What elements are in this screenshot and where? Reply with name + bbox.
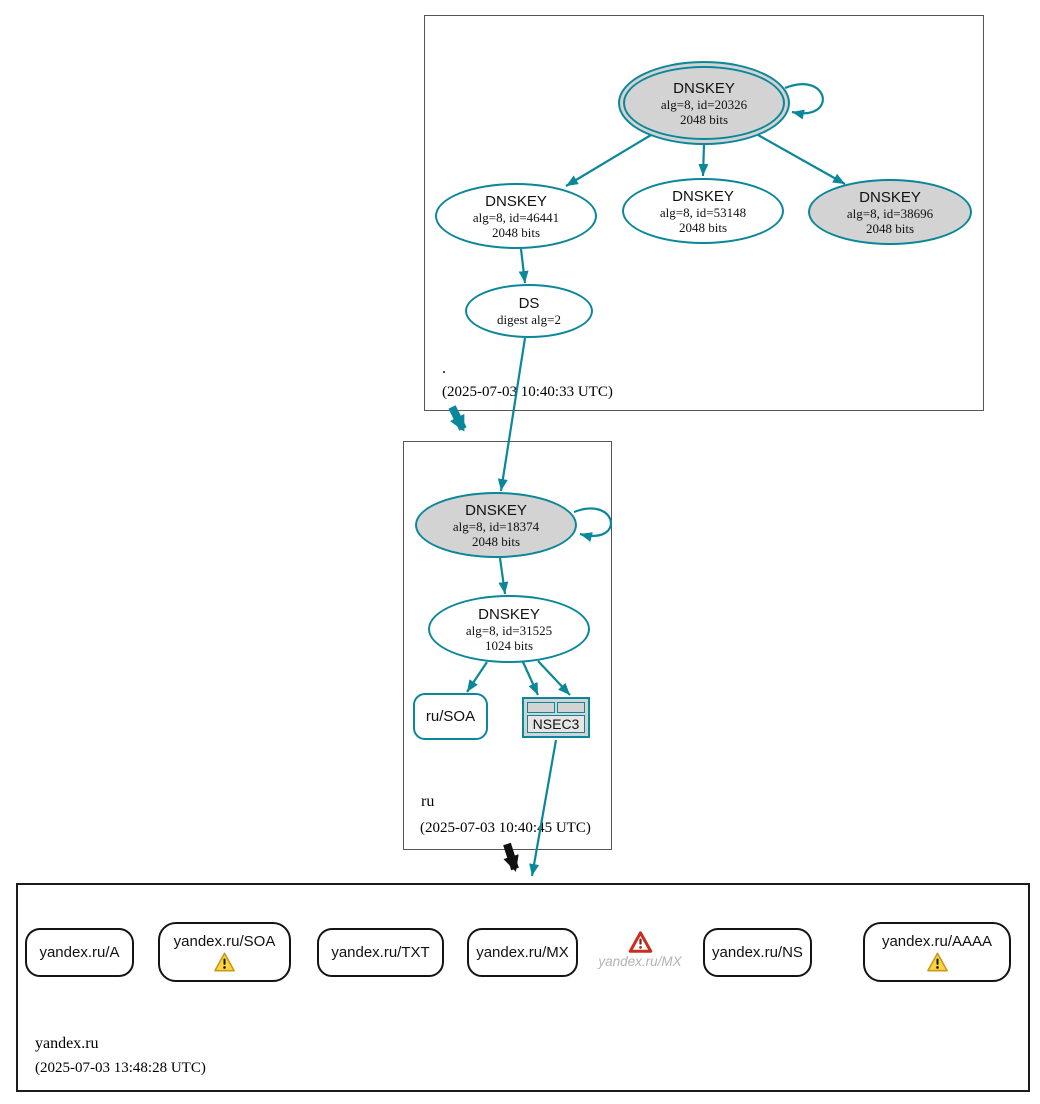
rrset-label: yandex.ru/TXT <box>331 943 430 961</box>
zone-label-ru: ru <box>421 793 435 810</box>
warning-icon <box>213 952 236 972</box>
node-detail-digest: digest alg=2 <box>496 312 562 327</box>
node-detail-alg: alg=8, id=18374 <box>452 518 540 534</box>
node-title: DS <box>518 295 540 312</box>
rrset-label: yandex.ru/A <box>39 943 120 961</box>
node-detail-alg: alg=8, id=31525 <box>465 622 553 638</box>
node-title: DNSKEY <box>672 187 734 205</box>
node-yandex-a[interactable]: yandex.ru/A <box>25 928 134 977</box>
node-title: DNSKEY <box>485 192 547 210</box>
node-detail-bits: 2048 bits <box>865 220 915 236</box>
error-icon <box>628 931 653 953</box>
node-detail-bits: 2048 bits <box>678 219 728 235</box>
node-title: DNSKEY <box>478 605 540 623</box>
node-title: DNSKEY <box>859 188 921 206</box>
zone-box-root: . (2025-07-03 10:40:33 UTC) <box>424 15 984 411</box>
ghost-label: yandex.ru/MX <box>598 954 682 969</box>
node-yandex-aaaa[interactable]: yandex.ru/AAAA <box>863 922 1011 982</box>
node-detail-alg: alg=8, id=53148 <box>659 204 747 220</box>
zone-box-yandex: yandex.ru (2025-07-03 13:48:28 UTC) <box>16 883 1030 1092</box>
node-dnskey-46441[interactable]: DNSKEY alg=8, id=46441 2048 bits <box>435 183 597 249</box>
node-dnskey-20326[interactable]: DNSKEY alg=8, id=20326 2048 bits <box>618 61 790 145</box>
node-detail-bits: 2048 bits <box>679 111 729 127</box>
node-title: DNSKEY <box>673 79 735 97</box>
node-detail-bits: 2048 bits <box>471 533 521 549</box>
node-detail-alg: alg=8, id=20326 <box>660 96 748 112</box>
nsec3-cell-right <box>557 702 585 713</box>
node-dnskey-18374[interactable]: DNSKEY alg=8, id=18374 2048 bits <box>415 492 577 558</box>
rrset-label: yandex.ru/SOA <box>173 932 276 950</box>
node-yandex-soa[interactable]: yandex.ru/SOA <box>158 922 291 982</box>
node-yandex-mx[interactable]: yandex.ru/MX <box>467 928 578 977</box>
nsec3-cell-left <box>527 702 555 713</box>
zone-timestamp-root: (2025-07-03 10:40:33 UTC) <box>442 384 613 400</box>
zone-label-yandex: yandex.ru <box>35 1035 99 1052</box>
rrset-label: yandex.ru/MX <box>476 943 569 961</box>
node-dnskey-38696[interactable]: DNSKEY alg=8, id=38696 2048 bits <box>808 179 972 245</box>
rrset-label: yandex.ru/AAAA <box>881 932 993 950</box>
nsec3-header-row <box>527 702 585 713</box>
node-dnskey-53148[interactable]: DNSKEY alg=8, id=53148 2048 bits <box>622 178 784 244</box>
node-detail-bits: 1024 bits <box>484 637 534 653</box>
zone-timestamp-ru: (2025-07-03 10:40:45 UTC) <box>420 820 591 836</box>
node-ru-soa[interactable]: ru/SOA <box>413 693 488 740</box>
node-detail-bits: 2048 bits <box>491 224 541 240</box>
zone-label-root: . <box>442 360 446 377</box>
zone-timestamp-yandex: (2025-07-03 13:48:28 UTC) <box>35 1060 206 1076</box>
nsec3-label: NSEC3 <box>527 715 585 733</box>
node-yandex-ns[interactable]: yandex.ru/NS <box>703 928 812 977</box>
node-nsec3[interactable]: NSEC3 <box>522 697 590 738</box>
node-ds[interactable]: DS digest alg=2 <box>465 284 593 338</box>
rrset-label: ru/SOA <box>425 707 476 725</box>
node-yandex-txt[interactable]: yandex.ru/TXT <box>317 928 444 977</box>
warning-icon <box>926 952 949 972</box>
node-yandex-mx-error[interactable]: yandex.ru/MX <box>598 931 682 969</box>
node-detail-alg: alg=8, id=46441 <box>472 209 560 225</box>
rrset-label: yandex.ru/NS <box>712 943 803 961</box>
node-detail-alg: alg=8, id=38696 <box>846 205 934 221</box>
node-dnskey-31525[interactable]: DNSKEY alg=8, id=31525 1024 bits <box>428 595 590 663</box>
node-title: DNSKEY <box>465 501 527 519</box>
